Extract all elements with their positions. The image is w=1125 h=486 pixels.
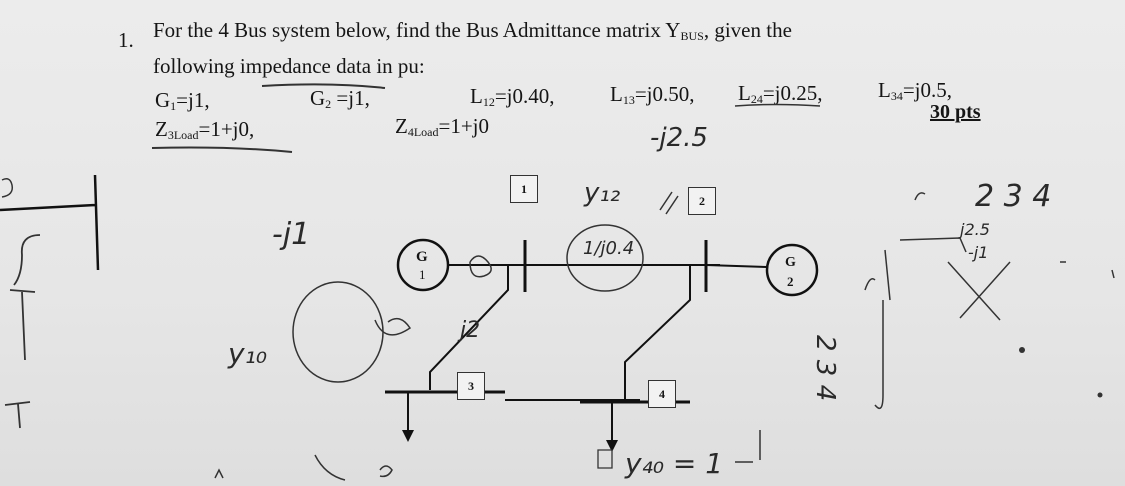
question-line-1: For the 4 Bus system below, find the Bus…: [153, 18, 792, 43]
impedance-l24: L24=j0.25,: [738, 81, 823, 106]
question-line-2: following impedance data in pu:: [153, 54, 425, 78]
ink-y40: y₄₀ = 1: [625, 447, 724, 480]
impedance-l12: L12=j0.40,: [470, 84, 555, 109]
generator-1-number: 1: [419, 267, 426, 282]
generator-1-letter: G: [416, 249, 428, 265]
underline-ink-2: [151, 146, 293, 153]
ink-y10: y₁₀: [228, 337, 268, 370]
impedance-l34: L34=j0.5,: [878, 78, 953, 103]
generator-2-number: 2: [787, 274, 794, 289]
ink-matrix-j25: j2.5: [960, 220, 990, 239]
bus-1-label: 1: [510, 175, 538, 203]
line-13: [429, 265, 509, 390]
ink-circle-y12: [566, 224, 644, 292]
ink-y12: y₁₂: [584, 178, 621, 208]
impedance-z3: Z3Load=1+j0,: [155, 117, 255, 142]
generator-2-letter: G: [785, 255, 796, 270]
load-3-arrow: [402, 430, 414, 442]
impedance-z4: Z4Load=1+j0: [395, 114, 490, 139]
generator-1-symbol: [396, 238, 450, 292]
ink-minus-j1: -j1: [272, 217, 311, 252]
ink-circle-g1: [292, 281, 384, 383]
ink-matrix-column-labels: 2 3 4: [975, 179, 1052, 214]
bus-2-label: 2: [688, 187, 716, 215]
generator-2-symbol: [765, 243, 819, 297]
impedance-l13: L13=j0.50,: [610, 82, 695, 107]
ink-matrix-row-labels: 2 3 4: [810, 335, 840, 402]
line-24: [624, 265, 691, 400]
ink-minus-j25: -j2.5: [650, 123, 708, 153]
ink-matrix-minus-j1: -j1: [968, 243, 989, 262]
ink-one-over-j04: 1/j0.4: [583, 238, 635, 259]
impedance-g2: G2 =j1,: [310, 86, 370, 111]
impedance-g1: G1=j1,: [155, 88, 210, 113]
points-label: 30 pts: [930, 101, 981, 123]
load-4-arrow: [606, 440, 618, 452]
bus-4-label: 4: [648, 380, 676, 408]
ink-j2: j2: [460, 318, 481, 343]
question-number: 1.: [118, 28, 134, 52]
bus-3-label: 3: [457, 372, 485, 400]
underline-ink-3: [734, 103, 821, 107]
underline-ink: [261, 83, 386, 89]
